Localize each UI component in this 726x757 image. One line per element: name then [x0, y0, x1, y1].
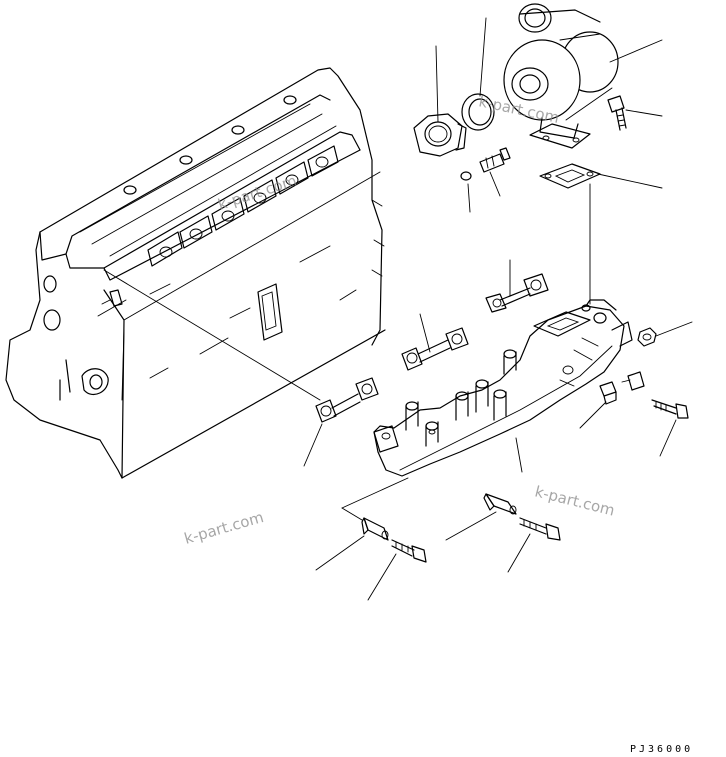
- turbo-gasket: [539, 163, 601, 189]
- engine-block: [5, 67, 386, 479]
- turbo-mount-bolt: [607, 95, 627, 131]
- manifold-gasket-1: [485, 273, 549, 313]
- exhaust-manifold: [373, 299, 633, 477]
- washer: [460, 171, 472, 181]
- manifold-gasket-2: [401, 327, 469, 371]
- drawing-code: PJ36000: [630, 744, 693, 755]
- head-exhaust-ports: [147, 145, 339, 267]
- leader-lines: [103, 17, 693, 601]
- manifold-gasket-3: [315, 377, 379, 423]
- outlet-elbow: [413, 113, 467, 157]
- spacer-sleeve-2: [361, 517, 389, 541]
- bolt-2: [391, 539, 427, 563]
- watermark: k-part.com: [216, 171, 299, 213]
- watermark: k-part.com: [182, 508, 265, 548]
- spacer-sleeve-1: [483, 493, 517, 515]
- turbocharger: [503, 3, 619, 149]
- stud-bolt: [479, 147, 511, 173]
- clamp-ring: [461, 93, 495, 131]
- plug: [599, 381, 617, 405]
- nut: [637, 327, 657, 347]
- bolt-1: [519, 517, 561, 541]
- long-bolt: [651, 399, 689, 419]
- watermark: k-part.com: [533, 482, 617, 519]
- bracket-clip: [621, 371, 645, 391]
